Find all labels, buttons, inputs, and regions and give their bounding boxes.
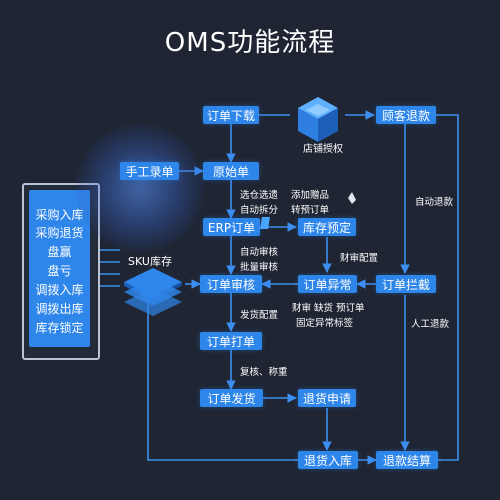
side-item-transfer-in: 调拨入库: [35, 283, 84, 297]
auto-review-label: 自动审核: [240, 247, 279, 258]
node-return-request: 退货申请: [298, 389, 356, 407]
node-return-inbound: 退货入库: [298, 451, 358, 469]
side-item-transfer-out: 调拨出库: [35, 302, 84, 316]
sku-glow: [75, 123, 205, 253]
document-icon: [260, 192, 356, 229]
node-raw-order: 原始单: [203, 162, 259, 180]
node-order-ship: 订单发货: [200, 389, 263, 407]
node-customer-refund: 顾客退款: [376, 106, 436, 124]
auto-refund-label: 自动退款: [415, 197, 454, 208]
store-auth-label: 店铺授权: [303, 144, 343, 155]
ship-config-label: 发货配置: [240, 310, 279, 321]
node-order-exception: 订单异常: [298, 275, 357, 293]
node-manual-entry: 手工录单: [120, 162, 179, 180]
node-order-download: 订单下载: [203, 106, 259, 124]
fixed-exception-tag-label: 固定异常标签: [296, 318, 354, 329]
add-gift-label: 添加赠品: [291, 190, 330, 201]
side-item-stock-lock: 库存锁定: [35, 321, 84, 335]
exception-types-label: 财审 缺货 预订单: [292, 303, 365, 314]
manual-refund-label: 人工退款: [411, 319, 450, 330]
page-title: OMS功能流程: [164, 28, 336, 58]
select-warehouse-label: 选仓选遗: [240, 190, 279, 201]
side-item-purchase-in: 采购入库: [35, 208, 84, 222]
node-refund-settle: 退款结算: [376, 451, 438, 469]
side-item-stock-loss: 盘亏: [47, 264, 72, 278]
to-preorder-label: 转预订单: [291, 205, 330, 216]
side-item-stock-gain: 盘赢: [47, 245, 72, 259]
node-order-review: 订单审核: [200, 275, 262, 293]
node-stock-reserve: 库存预定: [298, 218, 356, 236]
auto-split-label: 自动拆分: [240, 205, 279, 216]
sku-stock-label: SKU库存: [128, 255, 172, 268]
store-cube-icon: [298, 97, 338, 142]
finance-config-label: 财审配置: [340, 253, 379, 264]
node-order-print: 订单打单: [200, 332, 262, 350]
side-item-purchase-return: 采购退货: [35, 226, 84, 240]
inventory-ops-panel-fill: [29, 190, 90, 347]
sku-stack-icon: [124, 268, 182, 316]
recheck-weigh-label: 复核、称重: [240, 367, 288, 378]
node-erp-order: ERP订单: [203, 218, 260, 236]
batch-review-label: 批量审核: [240, 262, 279, 273]
node-order-intercept: 订单拦截: [376, 275, 436, 293]
